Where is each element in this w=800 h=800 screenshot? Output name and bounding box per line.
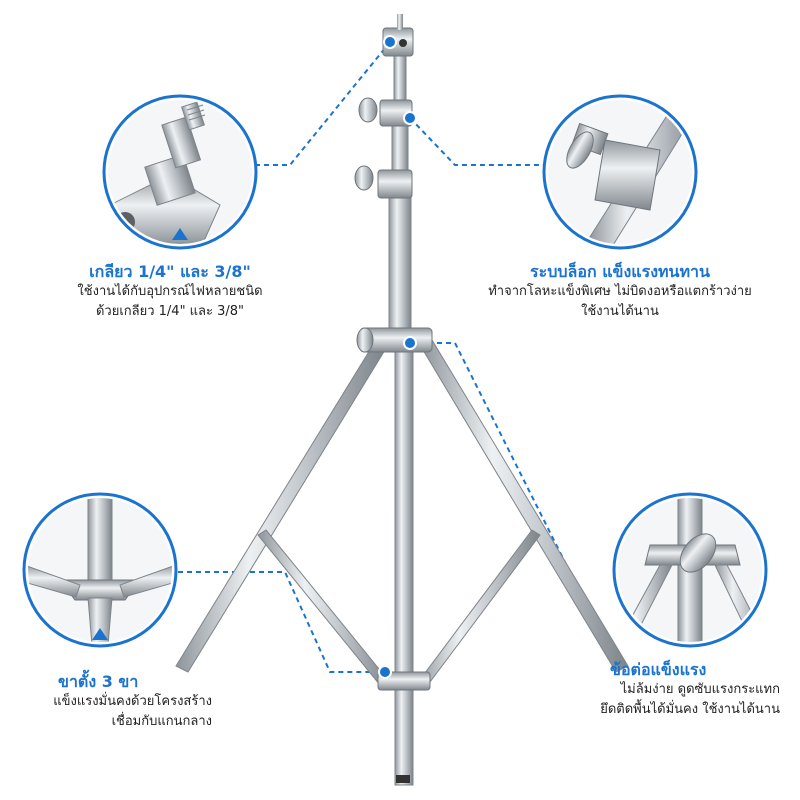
leg-joint-icon [612, 492, 768, 648]
callout-joint-title: ข้อต่อแข็งแรง [610, 660, 707, 679]
top-stud [397, 14, 403, 30]
callout-joint-line2: ยึดติดพื้นได้มั่นคง ใช้งานได้นาน [600, 702, 780, 717]
connector-joint [410, 342, 611, 653]
callout-joint-line1: ไม่ล้มง่าย ดูดซับแรงกระแทก [620, 682, 780, 697]
callout-legs-line1: แข็งแรงมั่นคงด้วยโครงสร้าง [53, 694, 212, 709]
connector-lock [409, 117, 548, 166]
marker-legs [378, 665, 392, 679]
brace-left [257, 529, 393, 691]
markers [378, 35, 417, 679]
knob-hub [356, 327, 374, 353]
callout-lock: ระบบล็อก แข็งแรงทนทาน ทำจากโลหะแข็งพิเศษ… [470, 262, 770, 322]
collar-lower [377, 169, 413, 199]
leg-right [419, 339, 629, 673]
brace-hub [377, 671, 431, 691]
connector-legs [178, 571, 385, 673]
tripod-base-icon [22, 492, 178, 648]
connector-thread [255, 41, 391, 166]
callout-thread-line2: ด้วยเกลียว 1/4" และ 3/8" [95, 304, 245, 319]
knob-upper [358, 97, 378, 123]
callout-lock-line1: ทำจากโลหะแข็งพิเศษ ไม่บิดงอหรือแตกร้าวง่… [488, 284, 752, 299]
marker-joint [403, 336, 417, 350]
connector-lines [178, 41, 611, 673]
callout-thread-title: เกลียว 1/4" และ 3/8" [89, 262, 251, 281]
callout-lock-line2: ใช้งานได้นาน [581, 304, 659, 319]
callout-thread: เกลียว 1/4" และ 3/8" ใช้งานได้กับอุปกรณ์… [40, 262, 300, 322]
callout-joint: ข้อต่อแข็งแรง ไม่ล้มง่าย ดูดซับแรงกระแทก… [600, 660, 800, 720]
marker-thread [383, 35, 397, 49]
center-column-mid [388, 184, 412, 336]
callout-thread-line1: ใช้งานได้กับอุปกรณ์ไฟหลายชนิด [77, 284, 263, 299]
light-stand [175, 14, 629, 786]
callout-legs: ขาตั้ง 3 ขา แข็งแรงมั่นคงด้วยโครงสร้าง เ… [0, 672, 220, 732]
top-hole [399, 39, 407, 47]
thread-spigot-icon [102, 94, 258, 250]
marker-lock [403, 111, 417, 125]
brace-right [415, 529, 541, 691]
knob-lower [354, 165, 374, 191]
callout-legs-title: ขาตั้ง 3 ขา [58, 672, 139, 691]
leg-left [175, 344, 386, 673]
callout-legs-line2: เชื่อมกับแกนกลาง [111, 714, 212, 729]
locking-knob-icon [542, 94, 698, 250]
callout-lock-title: ระบบล็อก แข็งแรงทนทาน [530, 262, 710, 281]
foot-cap [396, 775, 410, 783]
center-column-lower [394, 334, 414, 786]
